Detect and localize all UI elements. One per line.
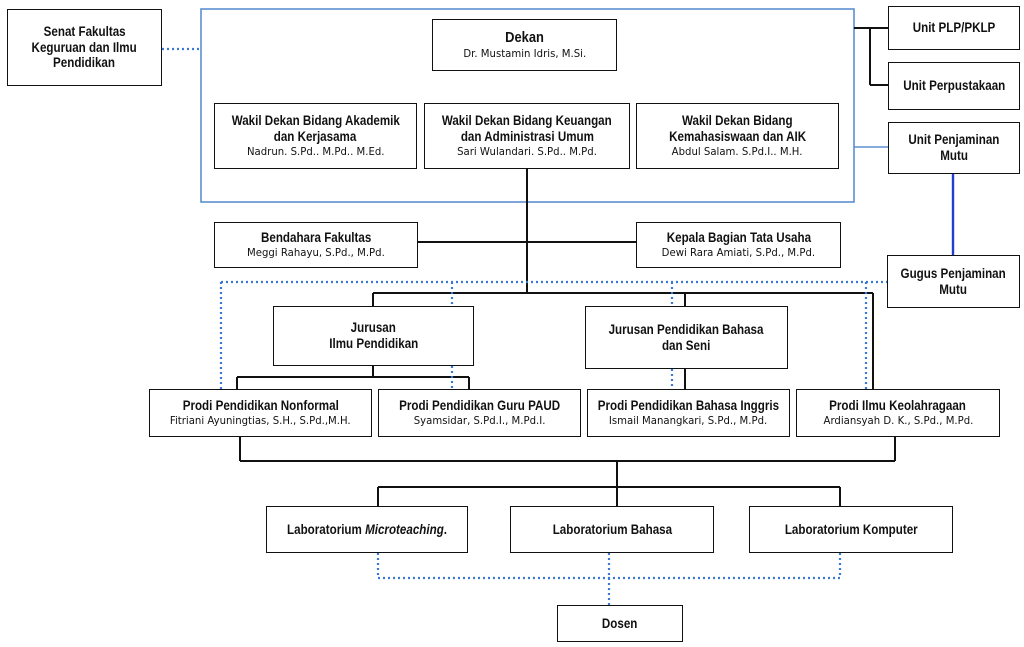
lab-microteaching-label: Laboratorium Microteaching.	[287, 522, 447, 538]
jurusan-ip-box: Jurusan Ilmu Pendidikan	[273, 306, 474, 366]
wakil-kemahasiswaan-name: Abdul Salam. S.Pd.I.. M.H.	[672, 144, 803, 158]
prodi-olahraga-box: Prodi Ilmu Keolahragaan Ardiansyah D. K.…	[796, 389, 1000, 437]
senat-box: Senat Fakultas Keguruan dan Ilmu Pendidi…	[7, 9, 162, 86]
gugus-label-2: Mutu	[939, 281, 968, 297]
wakil-akademik-box: Wakil Dekan Bidang Akademik dan Kerjasam…	[214, 103, 417, 169]
prodi-nonformal-name: Fitriani Ayuningtias, S.H., S.Pd.,M.H.	[170, 413, 351, 427]
prodi-nonformal-title: Prodi Pendidikan Nonformal	[182, 398, 339, 414]
prodi-inggris-box: Prodi Pendidikan Bahasa Inggris Ismail M…	[587, 389, 790, 437]
lab-bahasa-box: Laboratorium Bahasa	[510, 506, 714, 553]
unit-perpustakaan-label: Unit Perpustakaan	[903, 78, 1005, 94]
dosen-label: Dosen	[602, 615, 638, 631]
lab-microteaching-suffix: .	[443, 521, 447, 537]
senat-label-3: Pendidikan	[53, 55, 116, 71]
kabag-box: Kepala Bagian Tata Usaha Dewi Rara Amiat…	[636, 222, 841, 268]
dosen-box: Dosen	[557, 605, 683, 642]
lab-komputer-box: Laboratorium Komputer	[749, 506, 953, 553]
gugus-label-1: Gugus Penjaminan	[900, 265, 1007, 281]
wakil-kemahasiswaan-label-1: Wakil Dekan Bidang	[682, 113, 793, 129]
jurusan-pbs-box: Jurusan Pendidikan Bahasa dan Seni	[585, 306, 788, 369]
jurusan-ip-label-1: Jurusan	[350, 320, 397, 336]
kabag-name: Dewi Rara Amiati, S.Pd., M.Pd.	[661, 245, 816, 259]
prodi-nonformal-box: Prodi Pendidikan Nonformal Fitriani Ayun…	[149, 389, 372, 437]
prodi-inggris-title: Prodi Pendidikan Bahasa Inggris	[597, 398, 780, 414]
bendahara-name: Meggi Rahayu, S.Pd., M.Pd.	[247, 245, 385, 259]
lab-microteaching-prefix: Laboratorium	[286, 521, 366, 537]
lab-komputer-label: Laboratorium Komputer	[784, 521, 918, 537]
wakil-kemahasiswaan-label-2: Kemahasiswaan dan AIK	[668, 129, 807, 145]
unit-plp-label: Unit PLP/PKLP	[912, 20, 996, 36]
unit-penjaminan-box: Unit Penjaminan Mutu	[888, 122, 1020, 174]
gugus-box: Gugus Penjaminan Mutu	[887, 255, 1020, 308]
wakil-keuangan-label-2: dan Administrasi Umum	[460, 129, 594, 145]
wakil-akademik-name: Nadrun. S.Pd.. M.Pd.. M.Ed.	[246, 144, 385, 158]
dekan-name: Dr. Mustamin Idris, M.Si.	[463, 46, 586, 60]
prodi-paud-box: Prodi Pendidikan Guru PAUD Syamsidar, S.…	[378, 389, 581, 437]
jurusan-pbs-label-1: Jurusan Pendidikan Bahasa	[609, 321, 764, 337]
wakil-akademik-label-2: dan Kerjasama	[274, 129, 357, 145]
wakil-keuangan-name: Sari Wulandari. S.Pd.. M.Pd.	[457, 144, 597, 158]
senat-label-2: Keguruan dan Ilmu	[31, 39, 138, 55]
jurusan-pbs-label-2: dan Seni	[662, 337, 711, 353]
wakil-kemahasiswaan-box: Wakil Dekan Bidang Kemahasiswaan dan AIK…	[636, 103, 839, 169]
bendahara-title: Bendahara Fakultas	[260, 230, 372, 246]
dekan-title: Dekan	[505, 29, 544, 47]
unit-plp-box: Unit PLP/PKLP	[888, 6, 1020, 50]
prodi-inggris-name: Ismail Manangkari, S.Pd., M.Pd.	[609, 413, 768, 427]
lab-microteaching-box: Laboratorium Microteaching.	[266, 506, 468, 553]
wakil-keuangan-label-1: Wakil Dekan Bidang Keuangan	[442, 113, 612, 129]
unit-perpustakaan-box: Unit Perpustakaan	[888, 62, 1020, 110]
unit-penjaminan-label-1: Unit Penjaminan	[908, 132, 1000, 148]
prodi-paud-name: Syamsidar, S.Pd.I., M.Pd.I.	[413, 413, 546, 427]
senat-label-1: Senat Fakultas	[43, 23, 126, 39]
dekan-box: Dekan Dr. Mustamin Idris, M.Si.	[432, 19, 617, 71]
wakil-keuangan-box: Wakil Dekan Bidang Keuangan dan Administ…	[424, 103, 630, 169]
prodi-olahraga-title: Prodi Ilmu Keolahragaan	[829, 398, 967, 414]
kabag-title: Kepala Bagian Tata Usaha	[666, 230, 811, 246]
bendahara-box: Bendahara Fakultas Meggi Rahayu, S.Pd., …	[214, 222, 418, 268]
lab-microteaching-italic: Microteaching	[365, 521, 444, 537]
jurusan-ip-label-2: Ilmu Pendidikan	[328, 336, 419, 351]
unit-penjaminan-label-2: Mutu	[940, 148, 968, 163]
lab-bahasa-label: Laboratorium Bahasa	[552, 521, 672, 537]
prodi-olahraga-name: Ardiansyah D. K., S.Pd., M.Pd.	[823, 413, 973, 427]
prodi-paud-title: Prodi Pendidikan Guru PAUD	[398, 398, 561, 414]
wakil-akademik-label-1: Wakil Dekan Bidang Akademik	[231, 113, 400, 129]
